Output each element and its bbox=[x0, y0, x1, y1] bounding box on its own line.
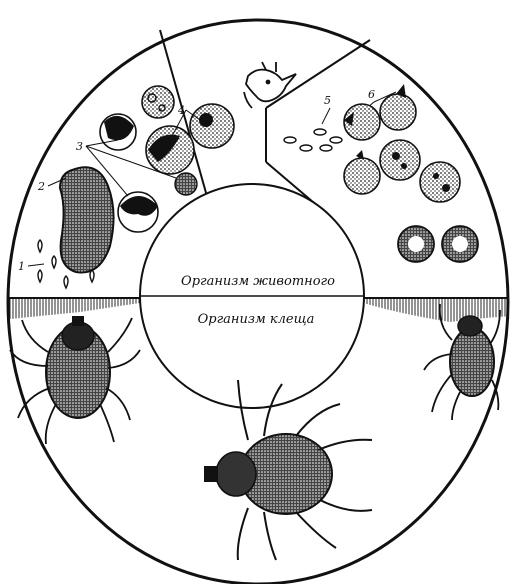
erythrocyte-2 bbox=[380, 94, 416, 130]
schizont-cell bbox=[60, 167, 114, 272]
stage-label-5: 5 bbox=[324, 94, 331, 107]
stage-label-6: 6 bbox=[368, 88, 375, 101]
erythrocyte-5 bbox=[420, 162, 460, 202]
cell-ring bbox=[142, 86, 174, 118]
stage-label-3: 3 bbox=[76, 140, 83, 153]
erythrocyte-3 bbox=[380, 140, 420, 180]
cell-cluster bbox=[175, 173, 197, 195]
stage-label-2: 2 bbox=[37, 180, 45, 193]
tick-organism-label: Организм клеща bbox=[198, 312, 315, 327]
erythrocyte-4 bbox=[344, 158, 380, 194]
animal-organism-label: Организм животного bbox=[181, 274, 335, 289]
stage-label-1: 1 bbox=[18, 260, 25, 273]
cell-large-right bbox=[190, 104, 234, 148]
